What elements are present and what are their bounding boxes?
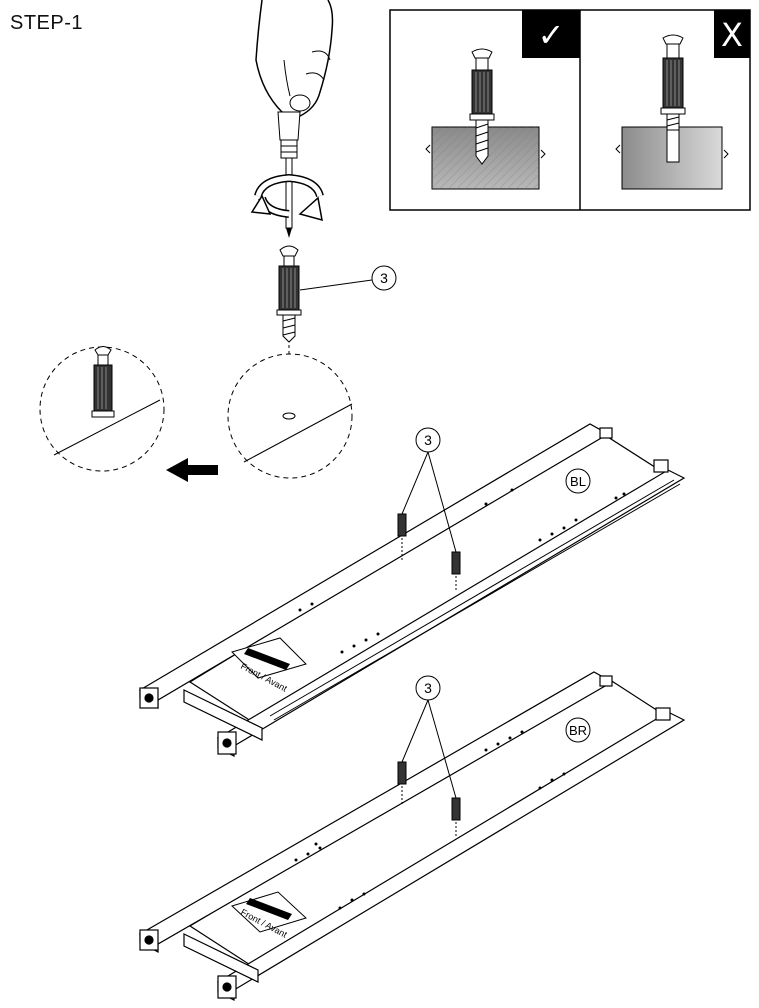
arrow-left-icon (166, 458, 218, 482)
cross-mark-icon: X (721, 16, 743, 54)
rail-label: BL (570, 474, 586, 489)
rail-bl-holes (298, 488, 626, 654)
wrong-example: X (615, 10, 750, 190)
hole-detail-circle (227, 353, 353, 479)
rail-label-bl: BL (565, 468, 591, 494)
part-callout-br: 3 (397, 675, 461, 836)
part-callout: 3 (371, 265, 397, 291)
rail-bl (138, 423, 686, 757)
step-title: STEP-1 (10, 12, 84, 34)
rail-label: BR (569, 723, 587, 738)
cam-bolt-icon (276, 245, 302, 343)
cam-bolt-icon (660, 34, 686, 163)
part-number: 3 (380, 270, 388, 286)
rotation-arrow-icon (250, 173, 324, 222)
correct-example: ✓ (425, 10, 580, 190)
cam-bolt-icon (469, 48, 495, 165)
rail-label-br: BR (565, 717, 591, 743)
hand-icon (255, 0, 334, 117)
part-number: 3 (424, 680, 432, 696)
rail-br (138, 671, 686, 1001)
installation-inset: ✓ X (389, 9, 751, 211)
installed-detail-circle (39, 346, 165, 472)
rail-br-holes (294, 730, 566, 910)
part-number: 3 (424, 432, 432, 448)
checkmark-icon: ✓ (538, 16, 565, 54)
screwdriver-icon (277, 111, 301, 238)
cam-bolt-icon (91, 346, 115, 418)
part-callout-bl: 3 (397, 427, 461, 590)
